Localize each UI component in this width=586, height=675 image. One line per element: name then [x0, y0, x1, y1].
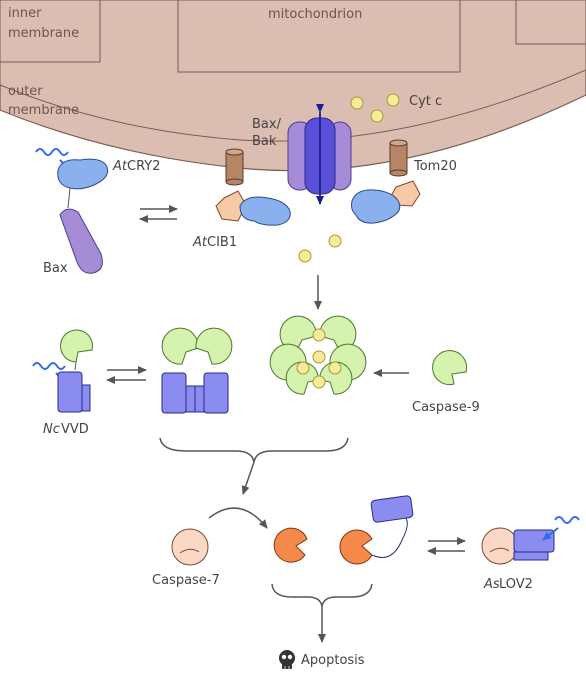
- apoptosome: [269, 315, 367, 395]
- atcry2-label-prefix: At: [112, 159, 128, 174]
- atcry2-bound-right: [351, 189, 401, 224]
- arrow-caspase7-activation: [208, 507, 268, 529]
- atcry2-free: [57, 158, 109, 209]
- bax-free: [59, 208, 103, 274]
- light-wave-icon-lov2: [542, 516, 580, 541]
- equilibrium-arrow-lov2: [427, 537, 466, 555]
- brace-apoptosis: [271, 583, 373, 607]
- bax-bak-label-2: Bak: [252, 134, 277, 149]
- outer-membrane-label-1: outer: [8, 84, 43, 99]
- aslov2-label-suffix: LOV2: [499, 577, 533, 592]
- caspase9-label: Caspase-9: [412, 400, 480, 415]
- atcib1-label-suffix: CIB1: [207, 235, 237, 250]
- bax-bak-label-1: Bax/: [252, 117, 282, 132]
- tom20-right: [389, 139, 408, 177]
- caspase7-lov2-fusion: [339, 495, 414, 565]
- atcib1-label-prefix: At: [192, 235, 208, 250]
- brace-activation: [159, 437, 349, 463]
- cyt-c-label: Cyt c: [409, 94, 442, 109]
- crista-middle: [177, 0, 461, 73]
- ncvvd-label-suffix: VVD: [61, 422, 89, 437]
- caspase7-aslov2-caged: [481, 527, 555, 565]
- tom20-label: Tom20: [413, 159, 457, 174]
- atcry2-bound-left: [239, 196, 291, 226]
- caspase9-vvd-dimer: [161, 327, 233, 414]
- caspase7-active: [273, 527, 308, 563]
- arrow-from-brace: [241, 461, 255, 495]
- equilibrium-arrow-vvd: [106, 366, 147, 384]
- inner-membrane-label-2: membrane: [8, 26, 79, 41]
- crista-right: [515, 0, 586, 45]
- ncvvd-monomer: [57, 361, 91, 413]
- mitochondrion: [0, 0, 586, 172]
- caspase7-inactive: [171, 528, 209, 566]
- atcib1-left: [215, 190, 247, 222]
- inner-membrane-label-1: inner: [8, 6, 42, 21]
- mitochondrion-label: mitochondrion: [268, 7, 362, 22]
- caspase7-label: Caspase-7: [152, 573, 220, 588]
- equilibrium-arrow-cry2: [139, 205, 178, 223]
- apoptosis-label: Apoptosis: [301, 653, 365, 668]
- crista-left: [0, 0, 101, 63]
- bax-label: Bax: [43, 261, 68, 276]
- skull-icon: [279, 650, 295, 669]
- caspase9-free: [432, 350, 468, 386]
- lov2-domain: [370, 495, 414, 523]
- cytochrome-c-released: [298, 234, 342, 263]
- ncvvd-label-prefix: Nc: [43, 422, 60, 437]
- cytochrome-c-inside: [350, 93, 400, 123]
- bax-bak-pore: [287, 104, 352, 205]
- outer-membrane-label-2: membrane: [8, 103, 79, 118]
- tom20-left: [225, 148, 244, 186]
- aslov2-label-prefix: As: [483, 577, 500, 592]
- caspase9-nc-free: [60, 329, 93, 363]
- atcry2-label-suffix: CRY2: [127, 159, 161, 174]
